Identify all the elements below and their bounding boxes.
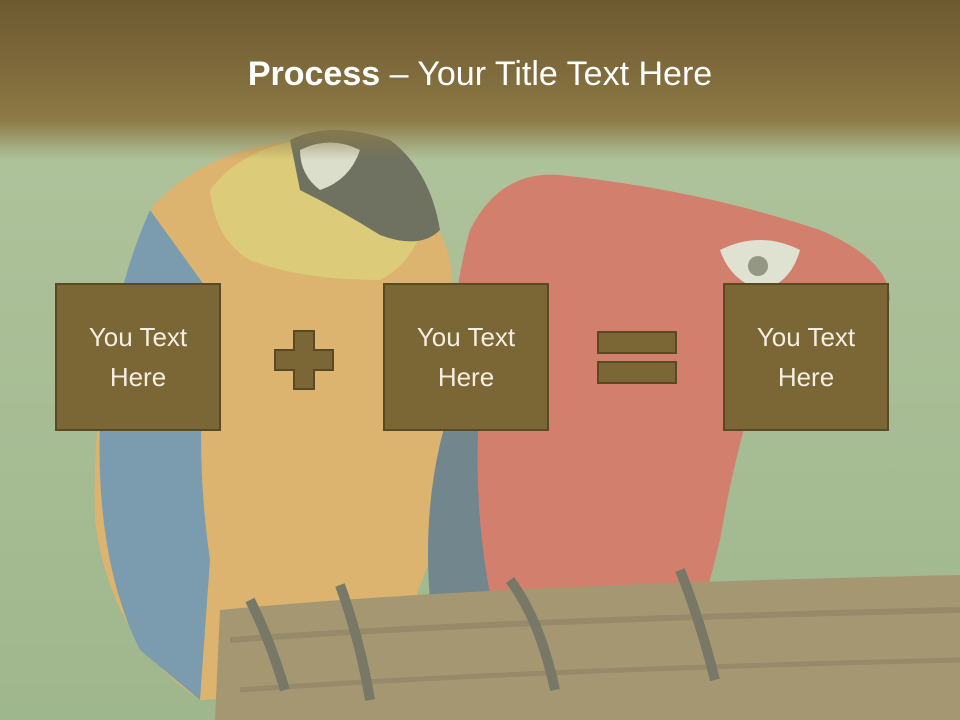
plus-icon	[274, 330, 334, 390]
process-box-2: You Text Here	[383, 283, 549, 431]
process-box-3-label: You Text Here	[756, 322, 856, 392]
title-band	[0, 0, 960, 160]
process-box-1: You Text Here	[55, 283, 221, 431]
slide-title: Process – Your Title Text Here	[0, 48, 960, 100]
title-rest-part: – Your Title Text Here	[380, 55, 713, 93]
process-box-2-label: You Text Here	[416, 322, 516, 392]
title-bold-part: Process	[247, 55, 381, 93]
process-box-3: You Text Here	[723, 283, 889, 431]
equals-icon	[597, 331, 677, 384]
process-box-1-label: You Text Here	[88, 322, 188, 392]
